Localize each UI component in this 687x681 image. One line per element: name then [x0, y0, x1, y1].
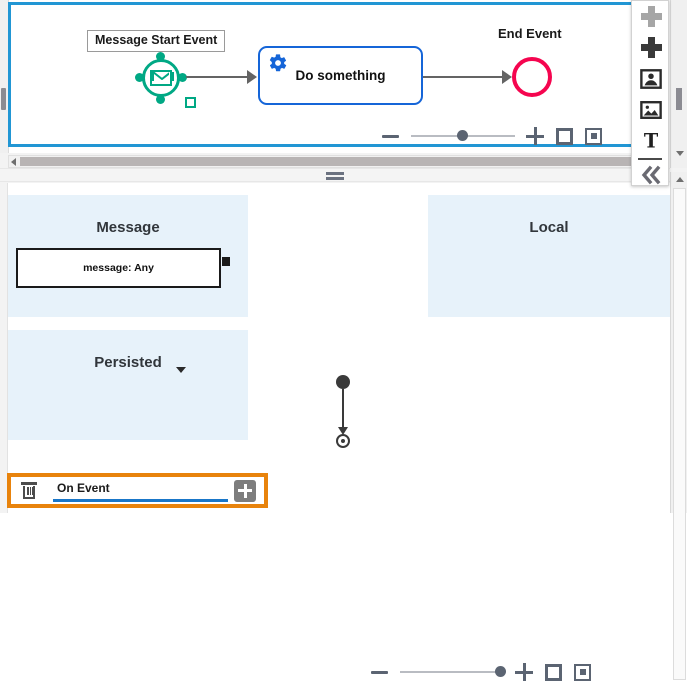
palette-item-delete-disabled[interactable]	[632, 1, 670, 32]
top-zoom-controls	[379, 127, 602, 145]
double-chevron-left-icon	[641, 165, 661, 185]
zoom-out-button-bottom[interactable]	[371, 670, 388, 674]
trash-icon[interactable]	[21, 482, 37, 499]
event-name-value[interactable]: On Event	[57, 480, 110, 495]
bottom-zoom-controls	[368, 663, 591, 681]
text-t-icon: T	[644, 130, 659, 152]
message-type-label: message: Any	[83, 262, 154, 274]
swimlane-message-title: Message	[96, 219, 160, 236]
event-form-bar[interactable]: On Event	[7, 473, 268, 508]
service-task-node[interactable]: Do something	[258, 46, 423, 105]
scroll-left-arrow-icon[interactable]	[11, 158, 16, 166]
end-event-node[interactable]	[512, 57, 552, 97]
fit-to-screen-icon-bottom[interactable]	[545, 663, 562, 681]
selection-handle-north[interactable]	[156, 52, 165, 61]
palette-item-insert-actor[interactable]	[632, 63, 670, 94]
selection-handle-west[interactable]	[135, 73, 144, 82]
svg-text:T: T	[644, 130, 659, 152]
zoom-in-button-bottom[interactable]	[515, 663, 533, 681]
end-event-label: End Event	[498, 26, 562, 41]
add-event-button[interactable]	[234, 479, 256, 502]
panel-splitter[interactable]	[0, 168, 670, 182]
image-icon	[640, 100, 662, 119]
bottom-vertical-scrollbar[interactable]	[670, 172, 687, 680]
fit-to-screen-icon[interactable]	[556, 127, 573, 145]
zoom-out-button[interactable]	[382, 134, 399, 138]
final-node[interactable]	[336, 434, 350, 448]
actual-size-icon-bottom[interactable]	[574, 663, 591, 681]
palette-item-insert-text[interactable]: T	[632, 125, 670, 156]
scroll-down-arrow-icon[interactable]	[676, 151, 684, 156]
left-scrollbar-thumb[interactable]	[1, 88, 6, 110]
bottom-editor-panel: Message message: Any Local Persisted On	[0, 183, 670, 681]
bottom-left-rail	[0, 183, 8, 513]
task-label: Do something	[295, 68, 386, 83]
bpmn-canvas[interactable]: Message Start Event	[8, 2, 648, 147]
top-horizontal-scrollbar[interactable]	[8, 155, 648, 168]
zoom-slider-track-bottom[interactable]	[400, 666, 506, 677]
shape-palette[interactable]: T	[631, 0, 669, 186]
sequence-flow-1	[186, 76, 248, 78]
scroll-up-arrow-icon[interactable]	[676, 177, 684, 182]
field-focus-underline	[53, 499, 228, 502]
palette-collapse-button[interactable]	[632, 160, 670, 190]
application-window: Message Start Event	[0, 0, 687, 513]
top-editor-panel: Message Start Event	[0, 0, 665, 153]
palette-separator	[638, 158, 662, 160]
cross-disabled-icon	[640, 6, 662, 27]
palette-item-add-node[interactable]	[632, 32, 670, 63]
actual-size-icon[interactable]	[585, 127, 602, 145]
actor-frame-icon	[640, 68, 662, 89]
swimlane-local-title: Local	[529, 219, 569, 236]
chevron-down-icon[interactable]	[176, 367, 186, 373]
top-vertical-scroll-thumb[interactable]	[676, 88, 682, 110]
start-event-label: Message Start Event	[87, 30, 226, 52]
zoom-slider-track[interactable]	[411, 130, 515, 141]
event-name-field[interactable]: On Event	[53, 479, 228, 503]
palette-item-insert-image[interactable]	[632, 94, 670, 125]
selection-handle-east[interactable]	[178, 73, 187, 82]
start-event-node[interactable]	[135, 52, 196, 108]
zoom-in-button[interactable]	[526, 127, 544, 145]
sequence-flow-2	[423, 76, 503, 78]
sequence-flow-1-arrowhead	[247, 70, 257, 84]
splitter-grip-icon[interactable]	[326, 172, 344, 180]
swimlane-persisted[interactable]: Persisted	[8, 330, 248, 440]
message-envelope-icon	[150, 70, 172, 86]
message-type-box[interactable]: message: Any	[16, 248, 221, 288]
swimlane-persisted-title: Persisted	[94, 354, 162, 371]
initial-node[interactable]	[336, 375, 350, 389]
plus-icon	[640, 37, 662, 58]
message-box-handle[interactable]	[222, 257, 230, 266]
activity-flow-line	[342, 389, 344, 431]
zoom-slider-handle-bottom[interactable]	[495, 666, 506, 677]
resize-handle-square[interactable]	[185, 97, 196, 108]
top-horizontal-scroll-thumb[interactable]	[20, 157, 636, 166]
gear-icon	[268, 53, 288, 73]
swimlane-local[interactable]: Local	[428, 195, 670, 317]
zoom-slider-handle[interactable]	[457, 130, 468, 141]
activity-flow-arrowhead	[338, 427, 348, 435]
top-vertical-scrollbar[interactable]	[670, 0, 687, 168]
selection-handle-south[interactable]	[156, 95, 165, 104]
sequence-flow-2-arrowhead	[502, 70, 512, 84]
bottom-vertical-scroll-thumb[interactable]	[673, 188, 686, 680]
